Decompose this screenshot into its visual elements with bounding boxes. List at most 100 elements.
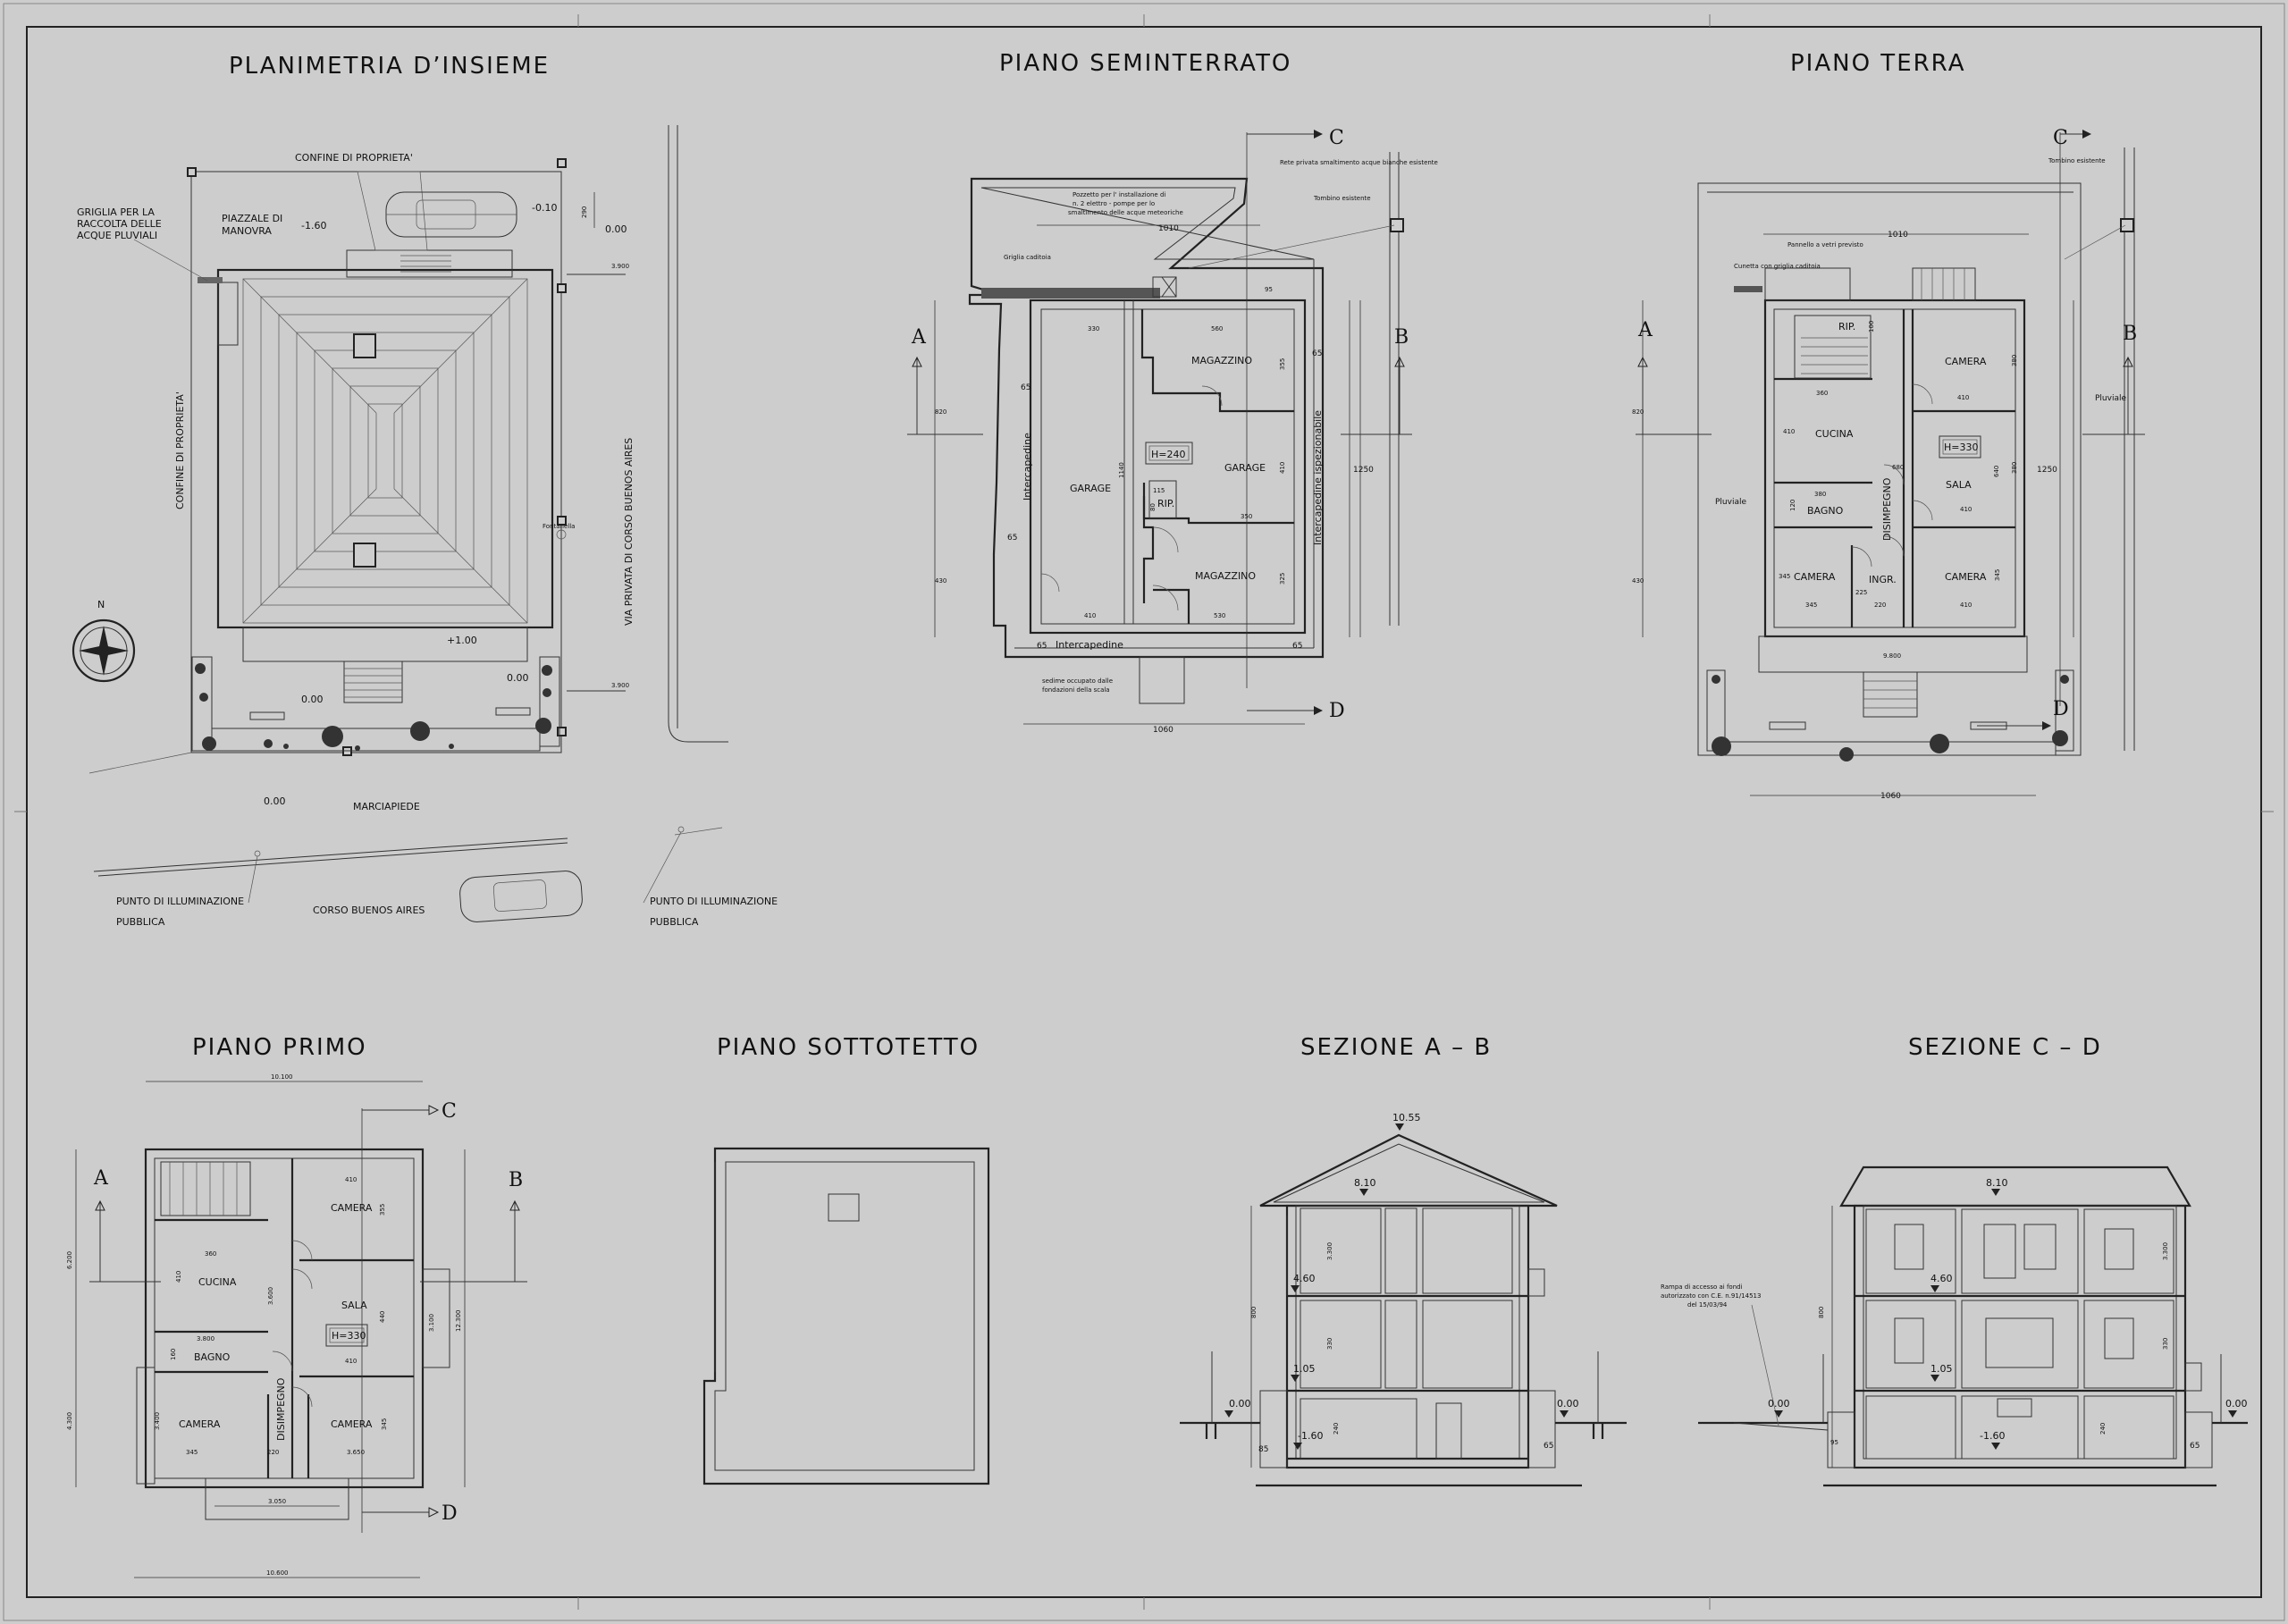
ground-height: H=330: [1944, 442, 1978, 453]
section-ab-dim-330: 330: [1326, 1338, 1333, 1350]
ground-section-B: B: [2123, 323, 2137, 345]
basement-dim-325: 325: [1279, 573, 1286, 585]
section-ab-level-ground: 1.05: [1293, 1363, 1316, 1375]
ground-dim-380b: 380: [1814, 491, 1826, 498]
ground-dim-410d: 410: [1960, 602, 1972, 609]
section-cd-level-out-left: 0.00: [1768, 1398, 1790, 1409]
site-plan: CONFINE DI PROPRIETA' CONFINE DI PROPRIE…: [72, 125, 778, 928]
basement-dim-530: 530: [1214, 612, 1225, 619]
basement-note-foundation-1: sedime occupato dalle: [1042, 677, 1113, 685]
ground-dim-220: 220: [1874, 602, 1886, 609]
basement-dim-350: 350: [1241, 513, 1252, 520]
basement-note-pump-1: Pozzetto per l' installazione di: [1072, 191, 1165, 198]
ground-room-bedroom-br: CAMERA: [1945, 571, 1987, 583]
ground-dim-680: 680: [1892, 464, 1904, 471]
basement-room-storage-bottom: MAGAZZINO: [1195, 570, 1256, 582]
site-label-property-top: CONFINE DI PROPRIETA': [295, 152, 413, 164]
site-house-outline: [216, 268, 554, 629]
basement-dim-80: 80: [1149, 503, 1157, 511]
section-cd-level-first: 4.60: [1930, 1273, 1953, 1284]
attic-plan: [702, 1147, 990, 1485]
ground-dim-820: 820: [1632, 408, 1644, 416]
site-label-street: CORSO BUENOS AIRES: [313, 905, 425, 916]
ground-note-manhole: Tombino esistente: [2048, 157, 2106, 164]
basement-dim-95: 95: [1265, 286, 1273, 293]
title-basement: PIANO SEMINTERRATO: [999, 50, 1291, 77]
ground-room-bedroom-tr: CAMERA: [1945, 356, 1987, 367]
site-dim-3900-bottom: 3.900: [611, 682, 629, 689]
basement-dim-1140: 1140: [1118, 462, 1125, 478]
sheet-outer-border: [3, 3, 2285, 1621]
basement-dim-1250: 1250: [1353, 466, 1374, 475]
ground-note-gutter: Cunetta con griglia caditoia: [1734, 263, 1821, 270]
first-dim-220: 220: [267, 1449, 279, 1456]
site-label-grate-2: RACCOLTA DELLE: [77, 218, 162, 230]
basement-note-pump-3: smaltimento delle acque meteoriche: [1068, 209, 1183, 216]
section-cd-note-2: autorizzato con C.E. n.91/14513: [1661, 1292, 1761, 1300]
section-ab-dim-85: 85: [1258, 1445, 1268, 1454]
ground-dim-1250: 1250: [2037, 466, 2057, 475]
basement-dim-1060: 1060: [1153, 726, 1173, 735]
section-ab-dim-65: 65: [1544, 1442, 1553, 1451]
ground-section-A: A: [1637, 319, 1653, 341]
first-section-C: C: [442, 1100, 457, 1123]
basement-note-grate: Griglia caditoia: [1004, 254, 1051, 261]
first-dim-3050: 3.050: [268, 1498, 286, 1505]
first-dim-410a: 410: [345, 1176, 357, 1183]
ground-dim-100: 100: [1868, 321, 1875, 332]
ground-dim-1010: 1010: [1888, 231, 1908, 240]
basement-dim-430: 430: [935, 577, 946, 585]
section-ab-level-out-right: 0.00: [1557, 1398, 1579, 1409]
site-label-sidewalk: MARCIAPIEDE: [353, 801, 420, 812]
basement-room-garage-left: GARAGE: [1070, 483, 1111, 494]
site-level-sidewalk: 0.00: [264, 795, 286, 807]
section-cd-note-1: Rampa di accesso ai fondi: [1661, 1283, 1743, 1291]
site-level-entrance: +1.00: [447, 635, 477, 646]
ground-dim-1060: 1060: [1880, 792, 1901, 801]
first-dim-3600: 3.600: [267, 1287, 274, 1305]
ground-room-entry: INGR.: [1869, 574, 1897, 585]
ground-dim-430: 430: [1632, 577, 1644, 585]
basement-dim-65a: 65: [1021, 383, 1030, 392]
section-ab-level-ridge: 10.55: [1392, 1112, 1421, 1123]
basement-dim-330: 330: [1088, 325, 1099, 332]
section-cd-dim-330: 330: [2162, 1338, 2169, 1350]
title-first-floor: PIANO PRIMO: [192, 1034, 367, 1061]
basement-section-C: C: [1329, 127, 1344, 149]
ground-dim-640: 640: [1993, 466, 2000, 477]
first-dim-3400: 3.400: [154, 1412, 161, 1430]
first-dim-440: 440: [379, 1311, 386, 1323]
first-room-bath: BAGNO: [194, 1351, 231, 1363]
ground-room-living: SALA: [1946, 479, 1972, 491]
basement-note-pump-2: n. 2 elettro - pompe per lo: [1072, 200, 1155, 207]
section-cd-level-eave: 8.10: [1986, 1177, 2008, 1189]
ground-room-bath: BAGNO: [1807, 505, 1844, 517]
basement-section-D: D: [1329, 700, 1345, 722]
first-section-A: A: [93, 1167, 109, 1190]
ground-dim-345a: 345: [1779, 573, 1790, 580]
ground-dim-410c: 410: [1960, 506, 1972, 513]
basement-plan: A B C D Rete privata smaltimento acque b…: [907, 127, 1438, 735]
first-dim-355: 355: [379, 1204, 386, 1216]
site-label-property-left: CONFINE DI PROPRIETA': [174, 391, 186, 509]
site-label-lamp-right-1: PUNTO DI ILLUMINAZIONE: [650, 896, 778, 907]
section-ab-dim-240: 240: [1333, 1423, 1340, 1435]
basement-section-A: A: [911, 326, 927, 349]
section-cd-dim-3300: 3.300: [2162, 1242, 2169, 1260]
first-dim-4300: 4.300: [66, 1412, 73, 1430]
first-dim-3800: 3.800: [197, 1335, 214, 1342]
ground-dim-410a: 410: [1957, 394, 1969, 401]
first-room-bedroom-tr: CAMERA: [331, 1202, 373, 1214]
ground-floor-plan: A B C D Tombino esistente Pannello a vet…: [1632, 127, 2145, 801]
ground-room-rip: RIP.: [1838, 321, 1855, 332]
basement-cavity-left: Intercapedine: [1022, 433, 1033, 501]
first-dim-345a: 345: [186, 1449, 198, 1456]
first-room-living: SALA: [341, 1300, 367, 1311]
ground-downpipe-right: Pluviale: [2095, 394, 2126, 403]
site-label-yard-1: PIAZZALE DI: [222, 213, 282, 224]
site-label-grate-1: GRIGLIA PER LA: [77, 206, 155, 218]
ground-note-panel: Pannello a vetri previsto: [1788, 241, 1863, 248]
basement-section-B: B: [1394, 326, 1409, 349]
basement-dim-410b: 410: [1084, 612, 1096, 619]
car-icon: [385, 191, 517, 238]
